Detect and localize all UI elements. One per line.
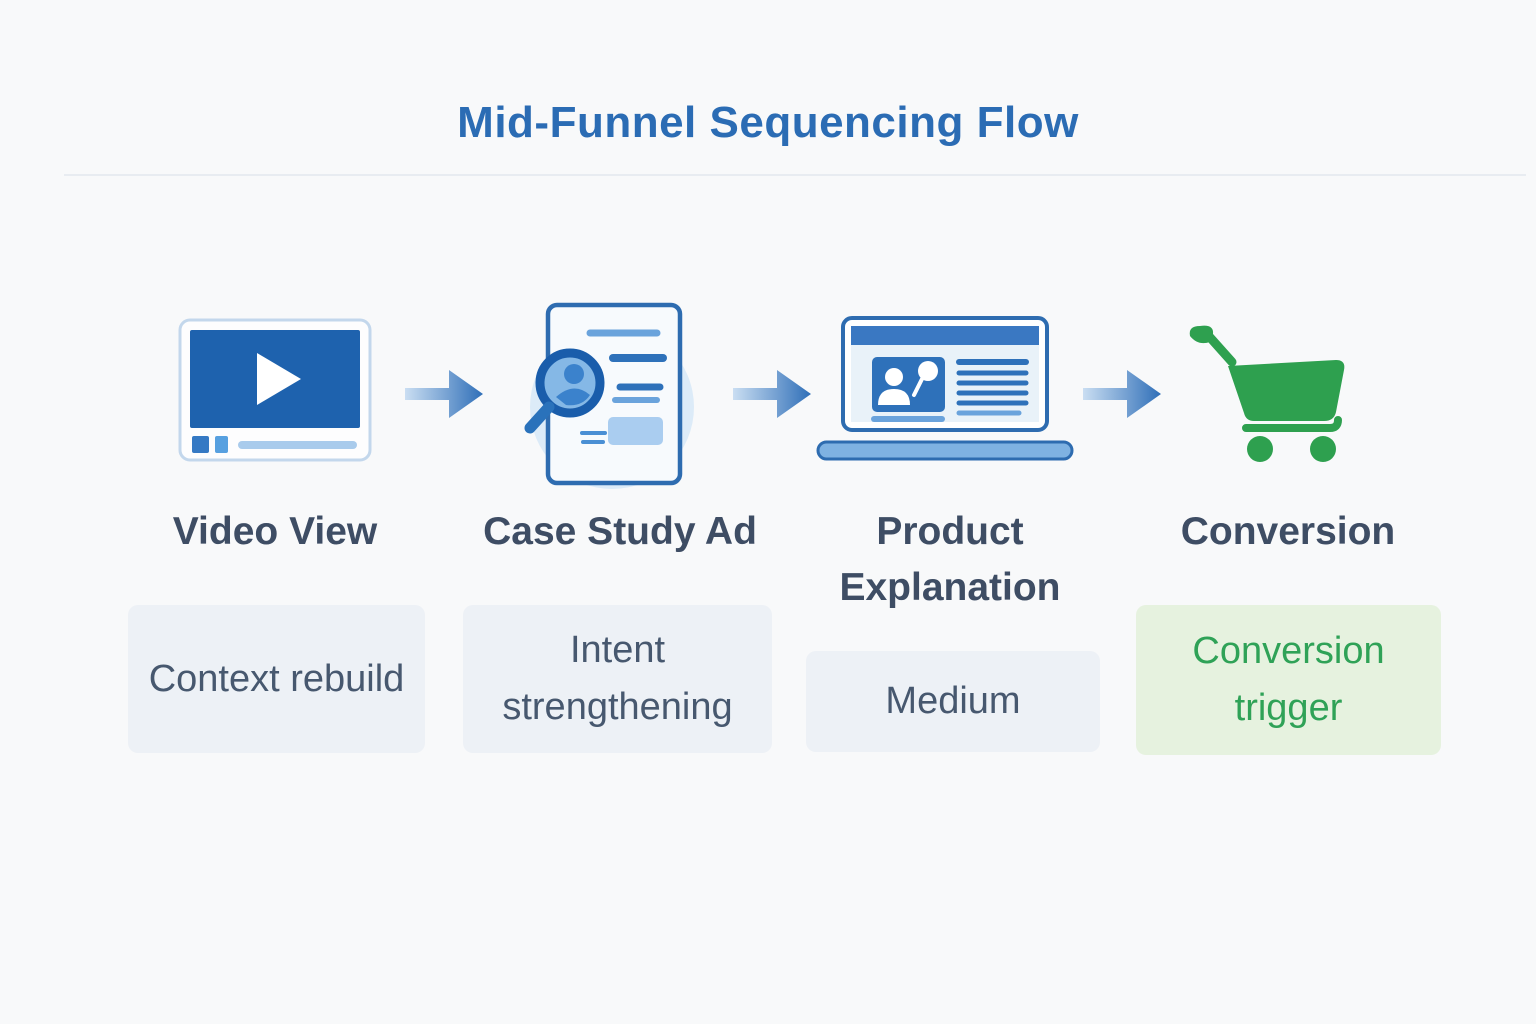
stage-label-product-explanation: Product Explanation bbox=[839, 510, 1061, 609]
right-arrow-icon bbox=[405, 368, 483, 425]
note-box-conversion-trigger: Conversion trigger bbox=[1136, 605, 1441, 755]
stage-label-video-view: Video View bbox=[172, 510, 378, 553]
laptop-presentation-icon bbox=[816, 315, 1074, 466]
right-arrow-icon bbox=[1083, 368, 1161, 425]
note-box-medium: Medium bbox=[806, 651, 1100, 752]
stage-label-case-study-ad: Case Study Ad bbox=[483, 510, 757, 553]
document-magnifier-icon bbox=[500, 295, 725, 495]
stage-label-conversion: Conversion bbox=[1180, 510, 1396, 553]
video-player-icon bbox=[178, 318, 372, 468]
right-arrow-icon bbox=[733, 368, 811, 425]
note-box-intent-strengthening: Intent strengthening bbox=[463, 605, 772, 753]
shopping-cart-icon bbox=[1180, 316, 1350, 471]
title-divider bbox=[64, 174, 1526, 176]
note-box-context-rebuild: Context rebuild bbox=[128, 605, 425, 753]
page-title: Mid-Funnel Sequencing Flow bbox=[457, 98, 1079, 147]
